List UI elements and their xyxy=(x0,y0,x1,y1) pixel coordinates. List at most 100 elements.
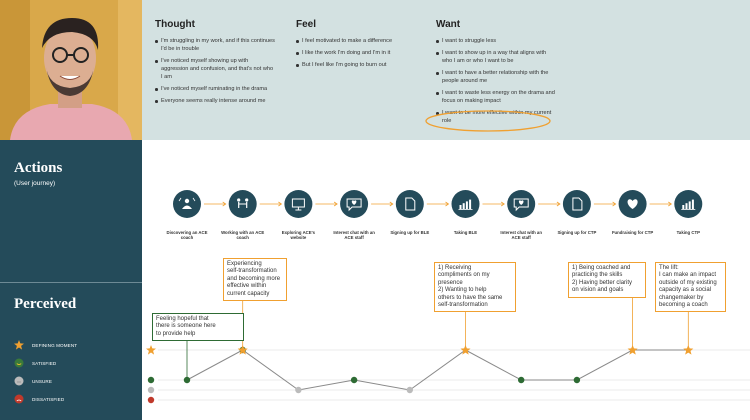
dissatisfied-icon xyxy=(14,394,24,404)
want-item: I want to show up in a way that aligns w… xyxy=(436,49,556,65)
callout-line: Feeling hopeful that xyxy=(156,316,209,322)
callout-line: outside of my existing xyxy=(659,279,717,286)
side-divider xyxy=(0,282,142,283)
journey-step-circle xyxy=(284,190,313,218)
callout-line: changemaker by xyxy=(659,294,704,301)
persona-photo xyxy=(0,0,142,140)
highlight-overlay xyxy=(425,110,551,132)
callout-line: compliments on my xyxy=(438,272,490,279)
unsure-marker xyxy=(406,386,413,394)
legend-label: DISSATISFIED xyxy=(32,396,65,402)
callout-line: 2) Wanting to help xyxy=(438,287,487,294)
arrow-head xyxy=(445,201,450,207)
legend-label: UNSURE xyxy=(32,378,52,384)
chat-icon xyxy=(513,198,529,212)
callout-line: others to have the same xyxy=(438,294,503,301)
journey-step-circle xyxy=(674,190,703,218)
legend-defining: DEFINING MOMENT xyxy=(14,340,77,350)
arrow-head xyxy=(333,201,338,207)
want-item: I want to waste less energy on the drama… xyxy=(436,89,556,105)
legend-dissatisfied: DISSATISFIED xyxy=(14,394,64,404)
arrow-head xyxy=(668,201,673,207)
perceived-title: Perceived xyxy=(14,296,77,312)
callout-line: self-transformation xyxy=(438,302,488,309)
journey-step-label: Exploring ACE's website xyxy=(281,230,316,241)
thought-item: I'm struggling in my work, and if this c… xyxy=(155,37,275,53)
callout-line: and becoming more xyxy=(227,275,281,282)
satisfied-icon xyxy=(147,376,155,384)
want-item: I want to struggle less xyxy=(436,37,556,45)
defining-marker xyxy=(683,345,694,355)
satisfied-marker xyxy=(350,376,358,384)
want-highlight-ellipse xyxy=(425,110,551,132)
callout-line: presence xyxy=(438,279,463,286)
legend-unsure: UNSURE xyxy=(14,376,52,386)
side-panel: Actions (User journey) Perceived DEFININ… xyxy=(0,140,142,420)
callout-line: 1) Receiving xyxy=(438,265,472,271)
journey-step-label: Signing up for CTP xyxy=(557,230,597,235)
defining-marker xyxy=(627,345,638,355)
star-icon xyxy=(146,345,156,355)
callout-line: becoming a coach xyxy=(659,302,708,309)
satisfied-marker xyxy=(573,376,581,384)
journey-step-label: Taking BLE xyxy=(453,230,478,235)
callout-line: effective within xyxy=(227,283,267,290)
chart-icon xyxy=(458,199,473,210)
coach-icon xyxy=(178,197,196,209)
chart-icon xyxy=(681,199,696,210)
feel-title: Feel xyxy=(296,19,317,30)
legend-satisfied: SATISFIED xyxy=(14,358,56,368)
callout-line: The lift: xyxy=(659,265,679,271)
thought-item: I've noticed myself ruminating in the dr… xyxy=(155,85,275,93)
want-item: I want to be more effective within my cu… xyxy=(436,109,556,125)
working-icon xyxy=(237,198,249,208)
arrow-head xyxy=(612,201,617,207)
satisfied-icon xyxy=(14,358,24,368)
arrow-head xyxy=(222,201,227,207)
defining-marker xyxy=(237,345,248,355)
unsure-icon xyxy=(14,376,24,386)
journey-step-label: Fundraising for CTP xyxy=(611,230,654,235)
callout-line: capacity as a social xyxy=(659,287,712,294)
thought-item: Everyone seems really intense around me xyxy=(155,97,275,105)
feel-item: But I feel like I'm going to burn out xyxy=(296,61,416,69)
callout-line: 2) Having better clarity xyxy=(572,279,633,286)
actions-title: Actions xyxy=(14,160,63,176)
want-title: Want xyxy=(436,19,461,30)
document-icon xyxy=(572,197,583,211)
journey-step-circle xyxy=(395,190,424,218)
actions-subtitle: (User journey) xyxy=(14,180,56,187)
want-item: I want to have a better relationship wit… xyxy=(436,69,556,85)
want-column: Want I want to struggle less I want to s… xyxy=(436,19,556,129)
defining-marker xyxy=(460,345,471,355)
journey-step-label: Working with an ACE coach xyxy=(221,230,265,241)
callout-line: on vision and goals xyxy=(572,287,624,294)
callout-line: self-transformation xyxy=(227,268,277,275)
callout-line: I can make an impact xyxy=(659,272,717,279)
unsure-marker xyxy=(295,386,302,394)
thought-title: Thought xyxy=(155,19,195,30)
thought-column: Thought I'm struggling in my work, and i… xyxy=(155,19,275,109)
unsure-icon xyxy=(147,386,155,394)
arrow-head xyxy=(389,201,394,207)
callout-line: there is someone here xyxy=(156,323,216,330)
defining-marker xyxy=(183,376,191,384)
journey-step-label: Interest chat with an ACE staff xyxy=(333,230,375,241)
feel-column: Feel I feel motivated to make a differen… xyxy=(296,19,416,73)
heart-icon xyxy=(627,199,638,209)
monitor-icon xyxy=(291,198,305,211)
journey-step-circle xyxy=(451,190,480,218)
dissatisfied-icon xyxy=(147,396,155,404)
feel-item: I feel motivated to make a difference xyxy=(296,37,416,45)
journey-step-label: Discovering an ACE coach xyxy=(166,230,208,241)
feel-item: I like the work I'm doing and I'm in it xyxy=(296,49,416,57)
legend-label: DEFINING MOMENT xyxy=(32,342,78,348)
journey-step-circle xyxy=(562,190,591,218)
journey-step-label: Interest chat with an ACE staff xyxy=(500,230,542,241)
satisfied-marker xyxy=(518,376,525,384)
